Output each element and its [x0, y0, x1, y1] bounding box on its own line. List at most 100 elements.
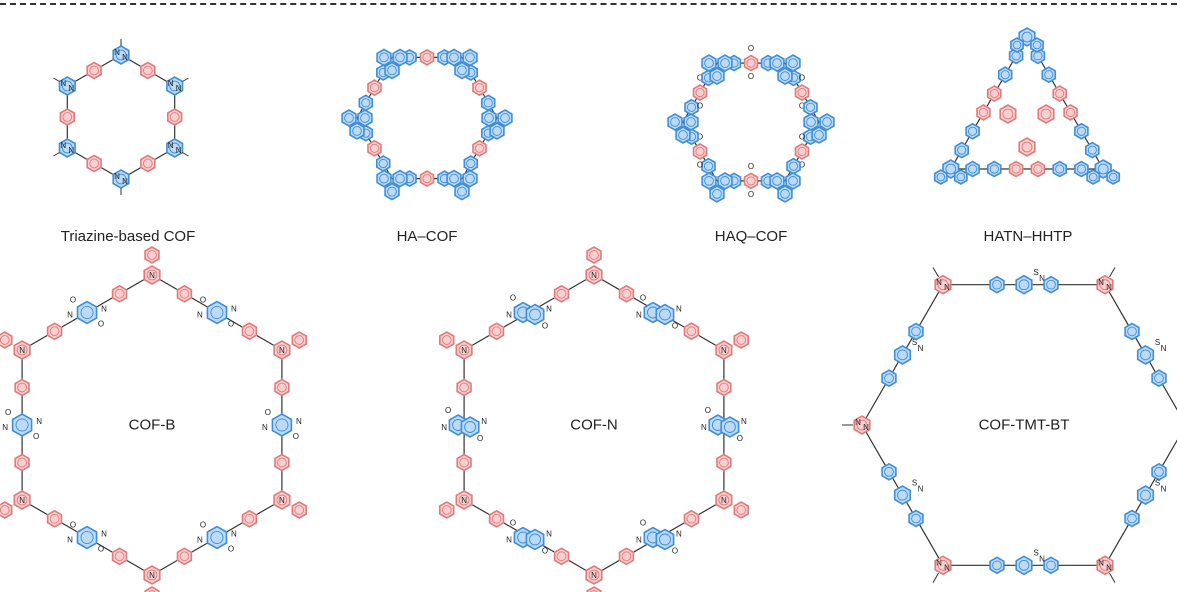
hatn-ring — [1106, 169, 1121, 185]
triazine-ring — [1096, 555, 1114, 576]
oxygen-label: O — [799, 161, 805, 170]
nitrogen-label: N — [863, 423, 869, 432]
fused-ring — [997, 66, 1013, 84]
aromatic-circle — [1012, 40, 1022, 50]
oxygen-label: O — [228, 320, 234, 329]
phenyl-ring — [14, 453, 30, 472]
aromatic-circle — [556, 551, 567, 562]
aromatic-circle — [492, 126, 502, 136]
pyrazine-ring — [701, 171, 717, 190]
oxygen-label: O — [445, 406, 451, 415]
aromatic-circle — [465, 173, 475, 184]
nitrogen-label: N — [944, 563, 950, 572]
phenyl-ring — [1151, 369, 1167, 388]
fused-ring — [1030, 47, 1046, 65]
oxygen-label: O — [737, 434, 743, 443]
aromatic-circle — [484, 113, 494, 123]
oxygen-label: O — [705, 406, 711, 415]
nitrogen-label: N — [1106, 283, 1112, 292]
aromatic-circle — [911, 326, 921, 337]
aromatic-circle — [294, 335, 305, 345]
pyrazine-ring — [785, 171, 801, 190]
aromatic-circle — [772, 176, 782, 186]
label-haq-cof: HAQ–COF — [714, 228, 788, 245]
aromatic-circle — [1011, 164, 1021, 174]
terminal-bond — [182, 152, 189, 157]
aromatic-circle — [0, 335, 10, 345]
fused-ring — [1085, 141, 1100, 159]
nitrogen-label: N — [197, 311, 203, 320]
pyrazine-ring — [777, 184, 793, 203]
aromatic-circle — [344, 113, 354, 123]
nitrogen-label: N — [231, 305, 237, 314]
phenyl-ring — [683, 509, 700, 528]
nitrogen-label: N — [1161, 344, 1167, 353]
aromatic-circle — [1021, 141, 1033, 153]
phenyl-ring — [176, 547, 193, 566]
phenyl-ring — [1151, 462, 1167, 481]
oxygen-label: O — [33, 432, 39, 441]
aromatic-circle — [1088, 172, 1098, 182]
aromatic-circle — [989, 164, 999, 174]
aromatic-circle — [1033, 164, 1043, 174]
phenyl-ring — [111, 547, 128, 566]
aromatic-circle — [822, 117, 832, 127]
pyrazine-ring — [701, 54, 717, 73]
pyrazine-ring — [709, 184, 725, 203]
aromatic-circle — [16, 494, 28, 506]
dashed-separator — [0, 3, 1177, 5]
pyrazine-ring — [481, 109, 497, 127]
oxygen-label: O — [697, 133, 703, 142]
aromatic-circle — [276, 344, 288, 356]
fused-ring — [1052, 85, 1067, 103]
triphenylamine-ring — [715, 340, 733, 360]
aromatic-circle — [590, 590, 598, 592]
nitrogen-label: N — [176, 146, 182, 155]
pyrazine-ring — [667, 113, 683, 131]
phenyl-ring — [683, 322, 700, 341]
nitrogen-label: N — [122, 53, 128, 62]
nitrogen-label: N — [68, 146, 74, 155]
aromatic-circle — [61, 142, 73, 154]
nitrogen-label: N — [168, 141, 174, 150]
aromatic-circle — [483, 98, 493, 108]
pyromellitic-ring — [76, 525, 98, 550]
aromatic-circle — [720, 58, 730, 68]
aromatic-circle — [992, 560, 1002, 571]
aromatic-circle — [992, 279, 1002, 290]
aromatic-circle — [1099, 559, 1111, 571]
fused-ring — [965, 160, 980, 178]
aromatic-circle — [146, 569, 158, 581]
benzothiadiazole-ring — [893, 485, 912, 506]
phenyl-ring — [46, 509, 63, 528]
phenyl-ring — [881, 462, 897, 481]
nitrogen-label: N — [279, 346, 285, 355]
aromatic-circle — [797, 146, 807, 157]
aromatic-circle — [61, 80, 73, 92]
aromatic-circle — [457, 186, 467, 197]
aromatic-circle — [1097, 163, 1109, 175]
aromatic-circle — [1018, 279, 1030, 291]
pyrazine-ring — [341, 109, 357, 127]
aromatic-circle — [806, 117, 816, 127]
aromatic-circle — [422, 52, 432, 62]
nitrogen-label: N — [721, 346, 727, 355]
oxygen-label: O — [640, 519, 646, 528]
oxygen-label: O — [542, 547, 548, 556]
aromatic-circle — [1076, 164, 1087, 174]
phenyl-ring — [586, 586, 602, 592]
pyrazine-ring — [683, 113, 699, 131]
hatn-ring — [1010, 37, 1024, 53]
phenyl-ring — [0, 331, 13, 349]
pyrazine-ring — [384, 182, 400, 201]
nitrogen-label: N — [60, 141, 66, 150]
aromatic-circle — [0, 505, 10, 515]
phenyl-ring — [86, 154, 102, 173]
oxygen-label: O — [748, 44, 754, 53]
oxygen-label: O — [748, 72, 754, 81]
oxygen-label: O — [200, 521, 206, 530]
nitrogen-label: N — [481, 417, 487, 426]
oxygen-label: O — [697, 74, 703, 83]
aromatic-circle — [369, 143, 380, 153]
pyrazine-ring — [709, 67, 725, 86]
